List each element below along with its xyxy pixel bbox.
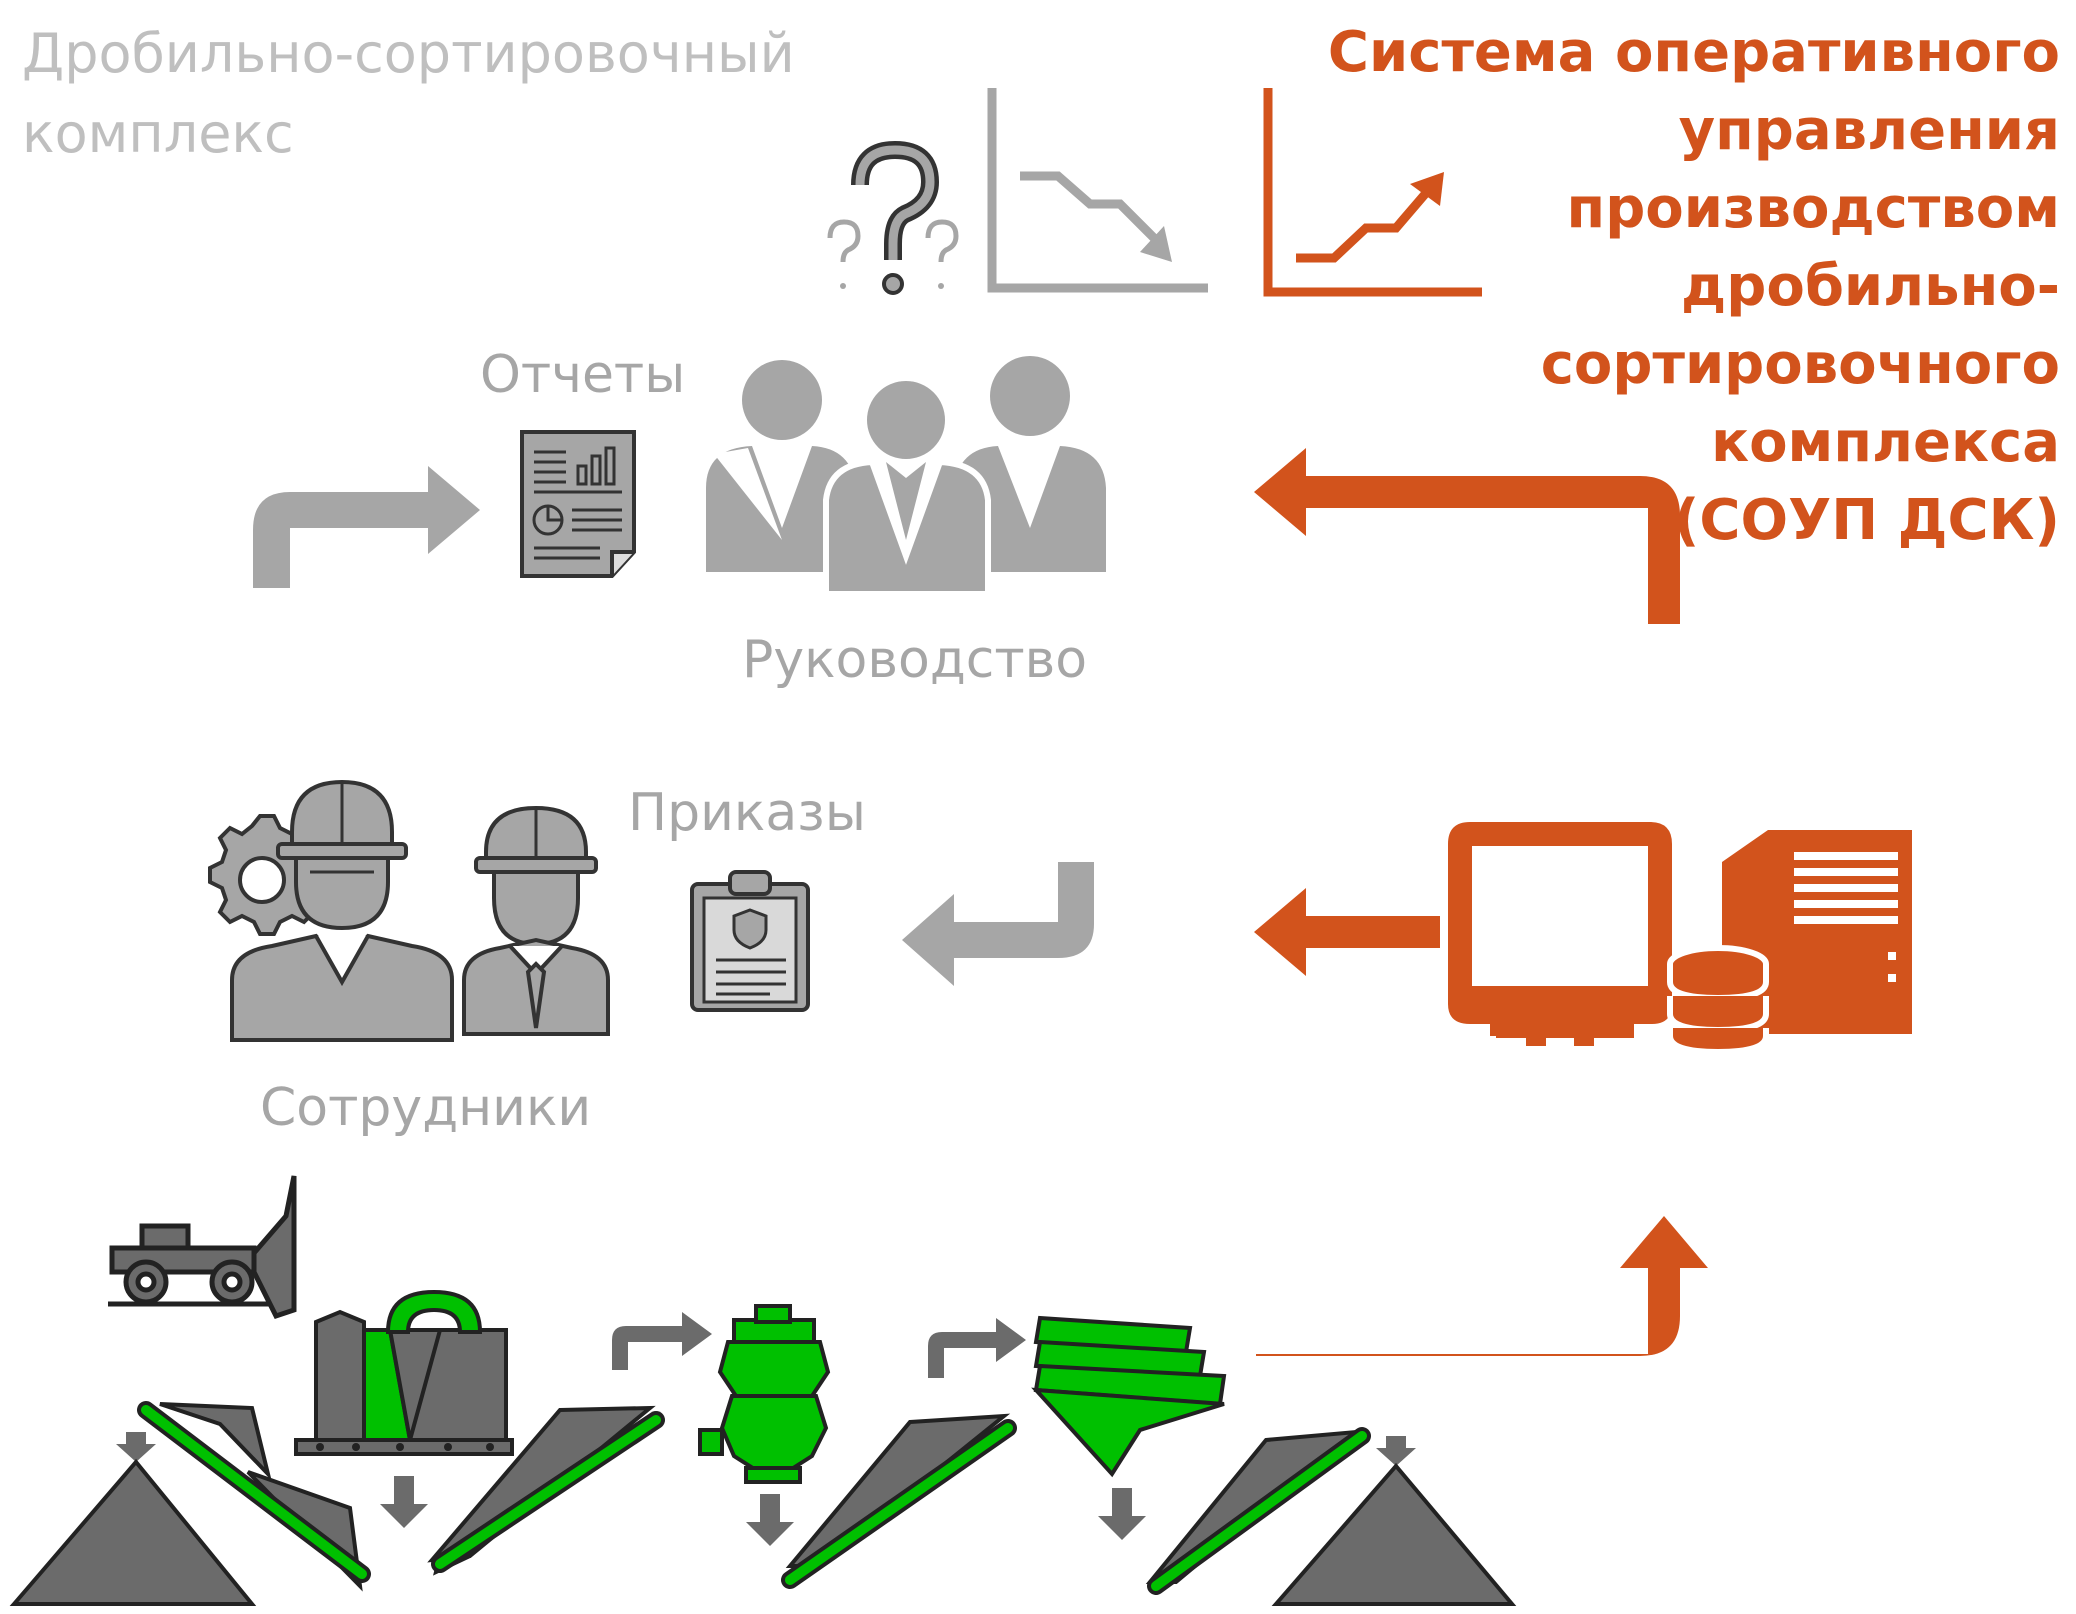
management-group-icon [706, 356, 1106, 597]
system-title-line: сортировочного [1540, 332, 2060, 397]
arrow-to-reports [253, 466, 480, 588]
worker-gear-icon [208, 779, 454, 1042]
screen-icon [1031, 1315, 1227, 1478]
system-title: Система оперативного управления производ… [1328, 14, 2060, 560]
conveyor-icon [137, 1401, 1371, 1595]
system-title-line: управления [1678, 98, 2060, 163]
orders-label: Приказы [628, 783, 866, 843]
flow-arrows [116, 1312, 1416, 1546]
question-marks-icon [827, 140, 959, 295]
arrow-to-employees [902, 862, 1094, 986]
loader-truck-icon [108, 1175, 297, 1320]
plant-title: Дробильно-сортировочный комплекс [22, 14, 795, 174]
arrow-from-computer [1254, 888, 1440, 976]
system-title-line: комплекса [1711, 410, 2060, 475]
chart-down-icon [987, 88, 1208, 293]
reports-label: Отчеты [480, 345, 686, 405]
chart-up-icon [1263, 88, 1482, 297]
system-title-line: дробильно- [1681, 254, 2060, 319]
worker-icon [462, 805, 610, 1036]
system-title-line: (СОУП ДСК) [1673, 488, 2060, 553]
system-title-line: Система оперативного [1327, 20, 2060, 85]
order-clipboard-icon [690, 870, 810, 1012]
management-label: Руководство [742, 630, 1088, 690]
report-icon [520, 430, 636, 578]
system-title-line: производством [1566, 176, 2061, 241]
computer-icon [1448, 822, 1672, 1046]
database-icon [1667, 945, 1769, 1056]
arrow-plant-to-system [1256, 1216, 1708, 1356]
jaw-crusher-icon [294, 1289, 514, 1456]
stockpile-icon [9, 1458, 1517, 1606]
plant-title-line2: комплекс [22, 102, 294, 165]
computer-stand [1500, 1022, 1634, 1038]
cone-crusher-icon [698, 1304, 831, 1484]
arrow-to-management [1254, 448, 1680, 624]
plant-title-line1: Дробильно-сортировочный [22, 22, 795, 85]
employees-label: Сотрудники [260, 1078, 592, 1138]
server-icon [1722, 830, 1912, 1034]
